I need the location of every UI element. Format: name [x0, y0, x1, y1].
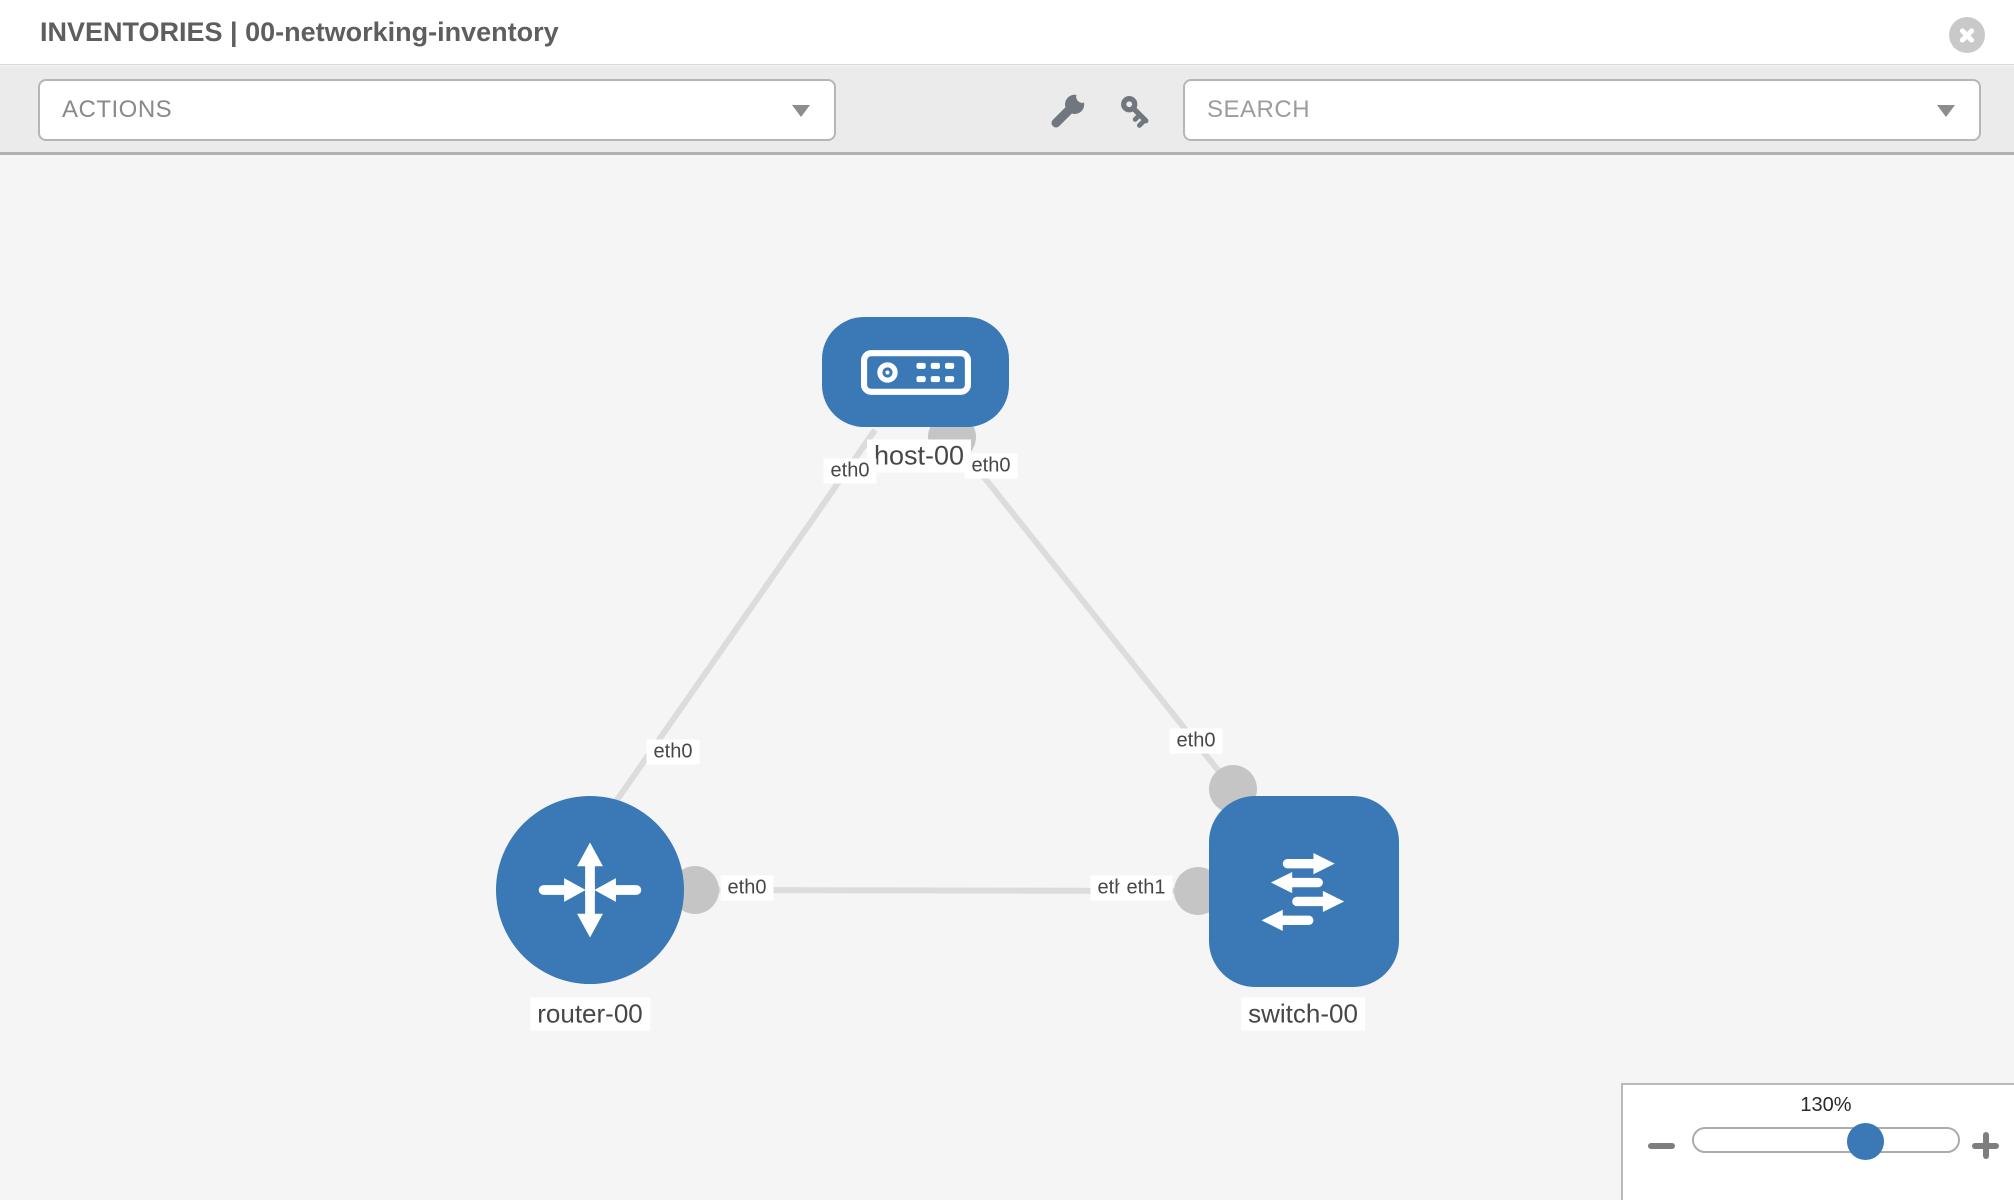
- interface-label: eth0: [720, 875, 774, 901]
- key-icon: [1121, 96, 1149, 128]
- zoom-slider-handle[interactable]: [1847, 1123, 1884, 1160]
- interface-label: eth1: [1119, 875, 1173, 901]
- links-layer: [607, 413, 1257, 915]
- plus-icon: [1982, 1132, 1989, 1159]
- minus-icon: [1648, 1143, 1675, 1149]
- interface-label: eth0: [646, 739, 700, 765]
- close-button[interactable]: [1949, 17, 1985, 53]
- page-title: INVENTORIES | 00-networking-inventory: [40, 17, 559, 47]
- header: INVENTORIES | 00-networking-inventory: [0, 0, 2014, 65]
- topology-canvas[interactable]: host-00 router-00 switch-00 eth0 eth0 et…: [0, 158, 2014, 1200]
- zoom-slider-track[interactable]: [1692, 1127, 1960, 1153]
- interface-label: eth0: [823, 458, 877, 484]
- zoom-level-value: 130%: [1800, 1094, 1852, 1116]
- wrench-button[interactable]: [1050, 90, 1089, 129]
- router-icon: [538, 842, 642, 938]
- zoom-control-panel: 130%: [1621, 1083, 2014, 1200]
- wrench-icon: [1051, 90, 1089, 128]
- chevron-down-icon: [792, 105, 810, 117]
- actions-dropdown[interactable]: ACTIONS: [38, 79, 836, 141]
- node-switch-00[interactable]: [1209, 796, 1399, 987]
- zoom-in-button[interactable]: [1971, 1131, 2001, 1161]
- search-dropdown[interactable]: SEARCH: [1183, 79, 1981, 141]
- switch-icon: [1261, 852, 1345, 931]
- chevron-down-icon: [1937, 105, 1955, 117]
- key-button[interactable]: [1118, 93, 1154, 129]
- node-label-switch: switch-00: [1241, 997, 1365, 1031]
- toolbar: ACTIONS SEARCH: [0, 66, 2014, 155]
- node-router-00[interactable]: [496, 796, 684, 984]
- node-host-00[interactable]: [822, 317, 1009, 427]
- node-label-router: router-00: [530, 997, 650, 1031]
- node-label-host: host-00: [866, 439, 972, 473]
- interface-label: eth0: [1169, 728, 1223, 754]
- actions-dropdown-label: ACTIONS: [62, 96, 173, 123]
- host-icon: [860, 349, 971, 395]
- zoom-out-button[interactable]: [1647, 1135, 1677, 1157]
- search-dropdown-label: SEARCH: [1207, 96, 1311, 123]
- interface-label: eth0: [964, 453, 1018, 479]
